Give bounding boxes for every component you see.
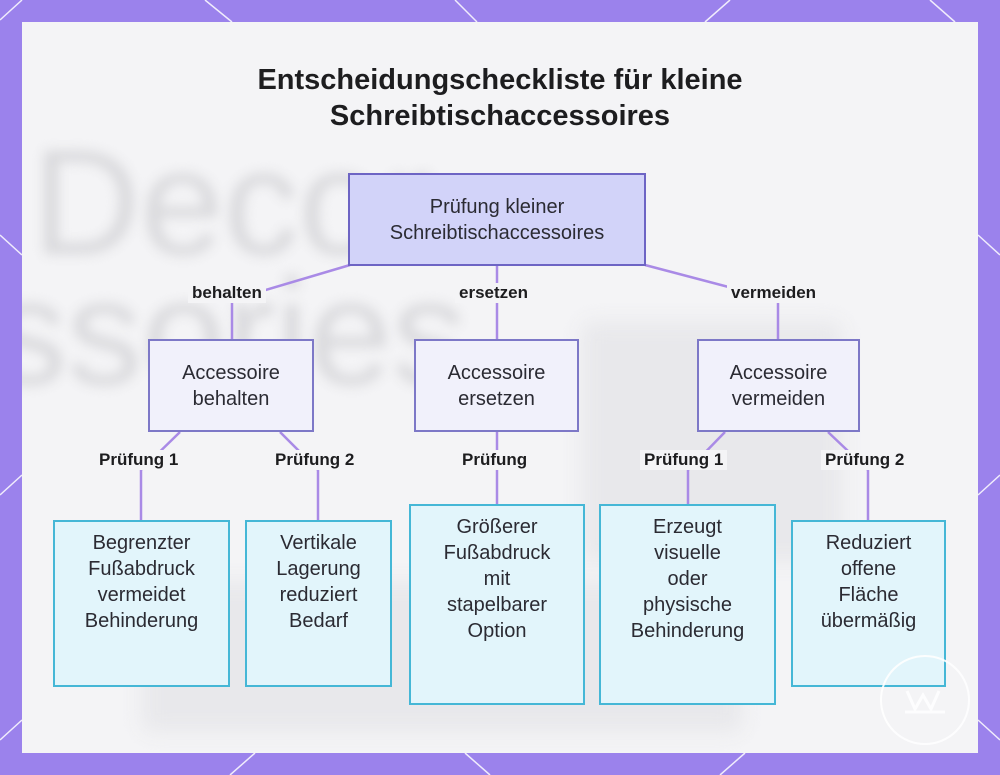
leaf-line: visuelle <box>631 540 744 566</box>
leaf-line: Option <box>444 618 551 644</box>
node-line: ersetzen <box>448 386 546 412</box>
leaf-line: Behinderung <box>85 608 198 634</box>
leaf-line: Begrenzter <box>85 530 198 556</box>
leaf-line: vermeidet <box>85 582 198 608</box>
leaf-line: Bedarf <box>276 608 361 634</box>
node-line: vermeiden <box>730 386 828 412</box>
leaf-line: physische <box>631 592 744 618</box>
root-node: Prüfung kleiner Schreibtischaccessoires <box>348 173 646 266</box>
watermark-logo-icon <box>880 655 970 745</box>
watermark-glyph-icon <box>903 685 947 715</box>
leaf-line: Lagerung <box>276 556 361 582</box>
leaf-line: übermäßig <box>821 608 917 634</box>
edge-label-pruefung: Prüfung 1 <box>640 450 727 470</box>
leaf-line: offene <box>821 556 917 582</box>
root-line-1: Prüfung kleiner <box>390 194 605 220</box>
leaf-line: stapelbarer <box>444 592 551 618</box>
leaf-erzeugt-behinderung: Erzeugt visuelle oder physische Behinder… <box>599 504 776 705</box>
leaf-line: Fußabdruck <box>444 540 551 566</box>
leaf-line: reduziert <box>276 582 361 608</box>
leaf-line: oder <box>631 566 744 592</box>
node-line: Accessoire <box>182 360 280 386</box>
leaf-line: Fußabdruck <box>85 556 198 582</box>
node-accessoire-ersetzen: Accessoire ersetzen <box>414 339 579 432</box>
leaf-line: Vertikale <box>276 530 361 556</box>
title-line-2: Schreibtischaccessoires <box>0 98 1000 134</box>
leaf-begrenzter-fussabdruck: Begrenzter Fußabdruck vermeidet Behinder… <box>53 520 230 687</box>
node-accessoire-vermeiden: Accessoire vermeiden <box>697 339 860 432</box>
leaf-line: Behinderung <box>631 618 744 644</box>
edge-label-behalten: behalten <box>188 283 266 303</box>
leaf-groesserer-fussabdruck: Größerer Fußabdruck mit stapelbarer Opti… <box>409 504 585 705</box>
edge-label-vermeiden: vermeiden <box>727 283 820 303</box>
edge-label-pruefung: Prüfung 2 <box>271 450 358 470</box>
node-accessoire-behalten: Accessoire behalten <box>148 339 314 432</box>
leaf-vertikale-lagerung: Vertikale Lagerung reduziert Bedarf <box>245 520 392 687</box>
leaf-line: Größerer <box>444 514 551 540</box>
root-line-2: Schreibtischaccessoires <box>390 220 605 246</box>
edge-label-pruefung: Prüfung <box>458 450 531 470</box>
edge-label-ersetzen: ersetzen <box>455 283 532 303</box>
node-line: Accessoire <box>730 360 828 386</box>
leaf-line: mit <box>444 566 551 592</box>
node-line: behalten <box>182 386 280 412</box>
edge-label-pruefung: Prüfung 1 <box>95 450 182 470</box>
node-line: Accessoire <box>448 360 546 386</box>
title-line-1: Entscheidungscheckliste für kleine <box>0 62 1000 98</box>
page-title: Entscheidungscheckliste für kleine Schre… <box>0 62 1000 134</box>
leaf-line: Erzeugt <box>631 514 744 540</box>
leaf-line: Fläche <box>821 582 917 608</box>
leaf-line: Reduziert <box>821 530 917 556</box>
edge-label-pruefung: Prüfung 2 <box>821 450 908 470</box>
